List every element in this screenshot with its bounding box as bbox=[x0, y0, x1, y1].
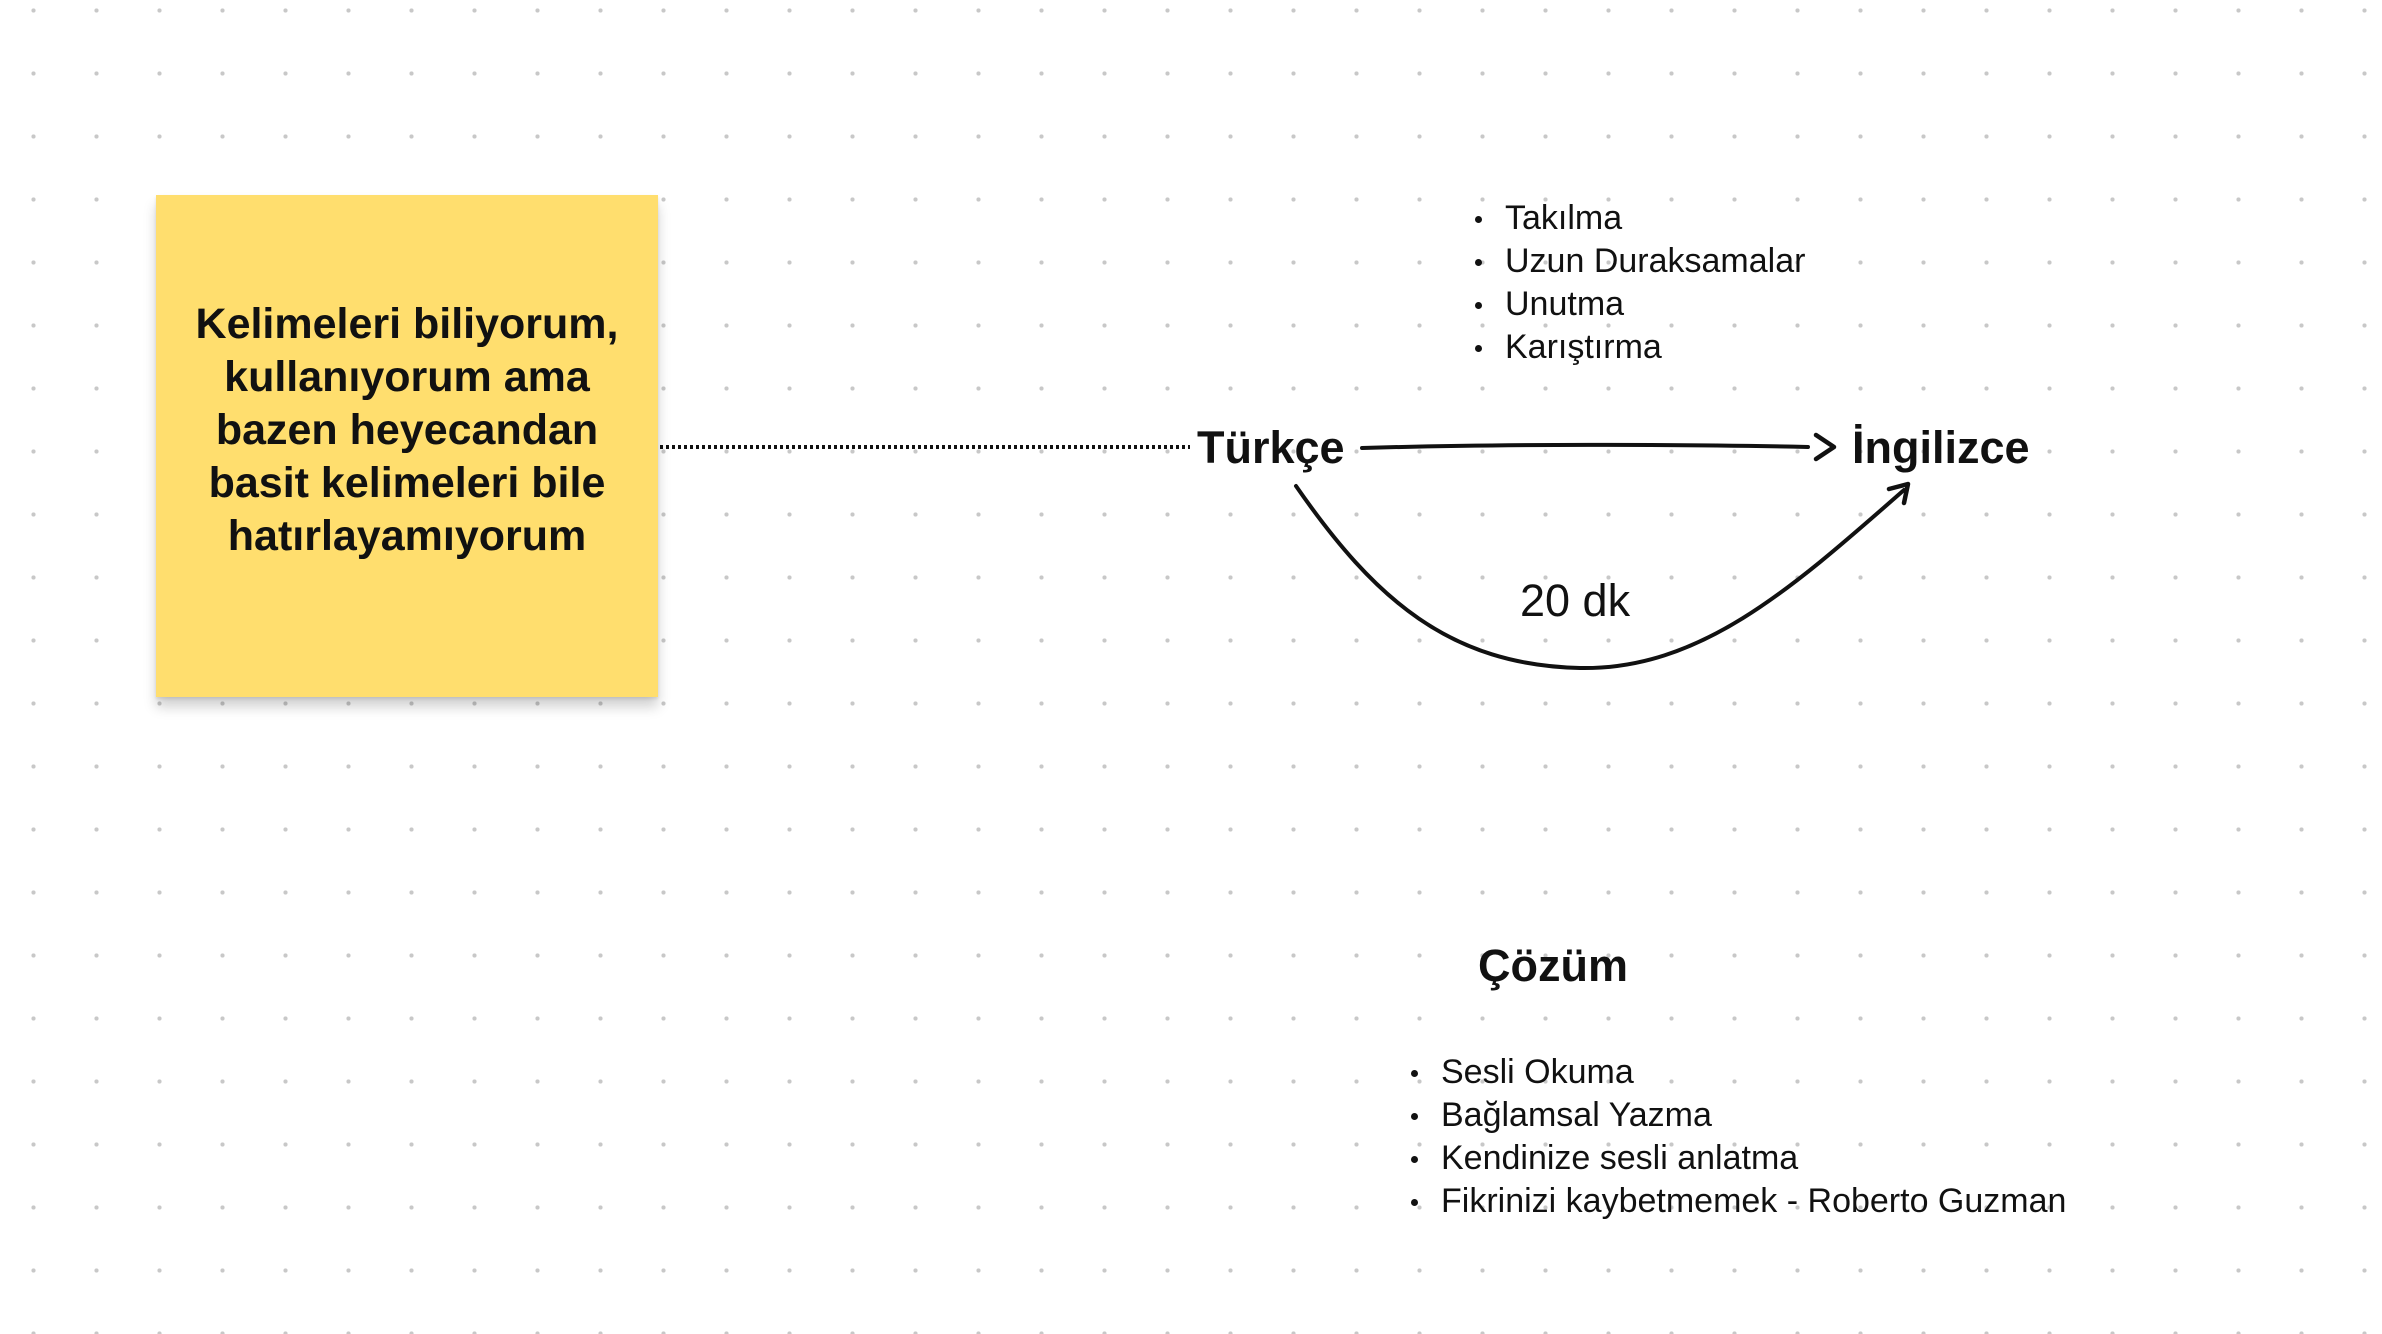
list-item: Kendinize sesli anlatma bbox=[1406, 1137, 2066, 1180]
sticky-note[interactable]: Kelimeleri biliyorum, kullanıyorum ama b… bbox=[156, 195, 658, 697]
curved-arrow-line[interactable] bbox=[1294, 484, 1906, 671]
list-item: Karıştırma bbox=[1470, 326, 1805, 369]
problems-list[interactable]: Takılma Uzun Duraksamalar Unutma Karıştı… bbox=[1470, 197, 1805, 369]
list-item: Sesli Okuma bbox=[1406, 1051, 2066, 1094]
list-item: Takılma bbox=[1470, 197, 1805, 240]
curve-edge-label[interactable]: 20 dk bbox=[1520, 575, 1631, 626]
list-item: Bağlamsal Yazma bbox=[1406, 1094, 2066, 1137]
solution-list[interactable]: Sesli Okuma Bağlamsal Yazma Kendinize se… bbox=[1406, 1051, 2066, 1223]
straight-arrow-line[interactable] bbox=[1360, 442, 1810, 450]
list-item: Uzun Duraksamalar bbox=[1470, 240, 1805, 283]
sticky-note-text: Kelimeleri biliyorum, kullanıyorum ama b… bbox=[195, 299, 619, 560]
solution-heading[interactable]: Çözüm bbox=[1478, 940, 1628, 991]
list-item: Fikrinizi kaybetmemek - Roberto Guzman bbox=[1406, 1180, 2066, 1223]
list-item: Unutma bbox=[1470, 283, 1805, 326]
node-turkce[interactable]: Türkçe bbox=[1197, 422, 1345, 473]
straight-arrow-head bbox=[1813, 432, 1837, 462]
node-ingilizce[interactable]: İngilizce bbox=[1852, 422, 2030, 473]
curved-arrow-head bbox=[1886, 481, 1911, 506]
